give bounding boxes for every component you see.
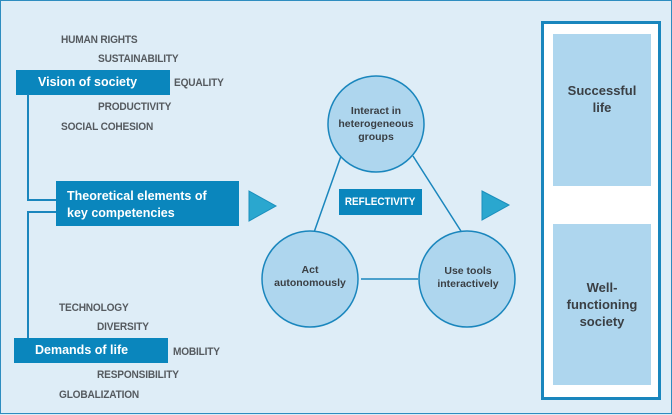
interact-line1: Interact in [350, 105, 402, 117]
keyword-mobility: MOBILITY [173, 346, 220, 358]
circle-tools [418, 230, 516, 328]
keyword-globalization: GLOBALIZATION [59, 389, 140, 401]
keyword-responsibility: RESPONSIBILITY [97, 369, 179, 381]
connector-vision-horizontal [27, 199, 57, 201]
circle-interact [327, 75, 425, 173]
society-line1: Well- [586, 280, 618, 295]
circle-autonomous-label: Act autonomously [262, 264, 358, 290]
keyword-human-rights: HUMAN RIGHTS [61, 34, 138, 46]
successful-life-line2: life [592, 100, 612, 115]
connector-vision-vertical [27, 94, 29, 200]
keyword-equality: EQUALITY [174, 77, 224, 89]
connector-demands-vertical [27, 211, 29, 338]
society-line3: society [579, 314, 625, 329]
circle-autonomous [261, 230, 359, 328]
demands-of-life-box: Demands of life [14, 338, 168, 363]
outcome-well-functioning-society: Well- functioning society [553, 224, 651, 385]
edge-top-left [311, 155, 342, 239]
keyword-social-cohesion: SOCIAL COHESION [61, 121, 154, 133]
tools-line1: Use tools [444, 265, 492, 277]
reflectivity-label: REFLECTIVITY [345, 196, 416, 208]
interact-line2: heterogeneous [338, 118, 414, 130]
connector-demands-horizontal [27, 211, 57, 213]
tools-line2: interactively [437, 278, 499, 290]
theoretical-elements-box: Theoretical elements of key competencies [56, 181, 239, 226]
vision-of-society-label: Vision of society [38, 75, 138, 89]
reflectivity-box: REFLECTIVITY [339, 189, 422, 215]
edge-top-right [412, 155, 467, 240]
vision-of-society-box: Vision of society [16, 70, 170, 95]
arrow-right-icon [481, 190, 511, 221]
theoretical-elements-line1: Theoretical elements of [67, 189, 207, 203]
circle-interact-label: Interact in heterogeneous groups [328, 105, 424, 144]
autonomous-line1: Act [301, 264, 319, 276]
keyword-technology: TECHNOLOGY [59, 302, 129, 314]
keyword-sustainability: SUSTAINABILITY [98, 53, 179, 65]
outcomes-frame: Successful life Well- functioning societ… [541, 21, 661, 400]
keyword-productivity: PRODUCTIVITY [98, 101, 172, 113]
theoretical-elements-line2: key competencies [67, 206, 175, 220]
successful-life-line1: Successful [567, 83, 637, 98]
arrow-left-icon [248, 190, 278, 222]
demands-of-life-label: Demands of life [35, 343, 129, 357]
keyword-diversity: DIVERSITY [97, 321, 149, 333]
outcome-successful-life: Successful life [553, 34, 651, 186]
interact-line3: groups [358, 131, 394, 143]
circle-tools-label: Use tools interactively [420, 265, 516, 291]
society-line2: functioning [566, 297, 638, 312]
autonomous-line2: autonomously [274, 277, 346, 289]
